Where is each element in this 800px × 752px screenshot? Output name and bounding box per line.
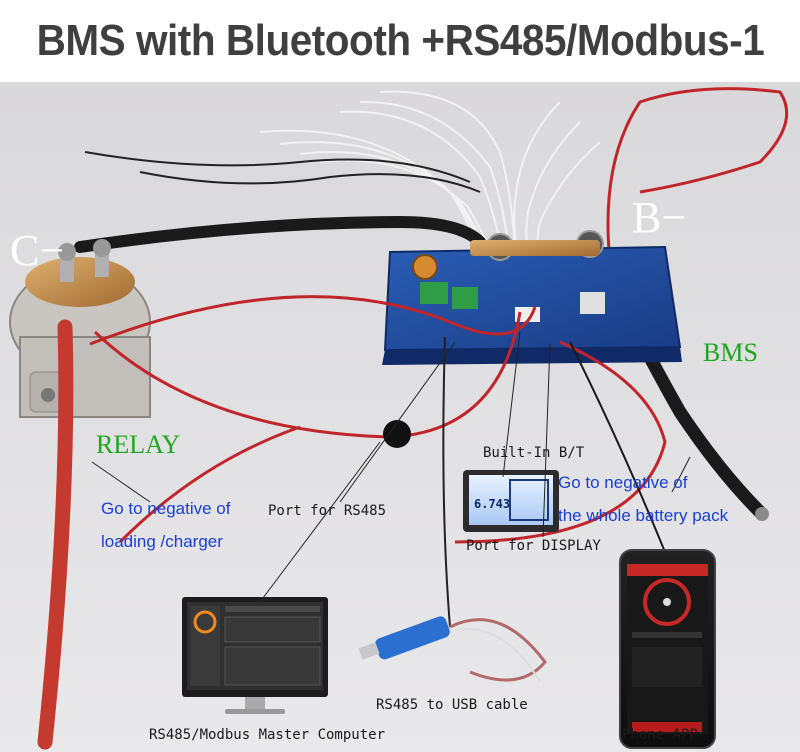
label-master-computer: RS485/Modbus Master Computer [149,727,386,743]
bt-wire [569,341,666,553]
page-title: BMS with Bluetooth +RS485/Modbus-1 [0,0,800,82]
lcd-display-module: 6.743 [463,470,559,532]
black-cable-c-minus [74,215,486,253]
red-loop-wires [89,295,667,544]
label-b-minus: B− [632,193,687,242]
relay-note-line-1: Go to negative of [101,499,231,518]
master-computer-monitor [182,597,328,714]
bms-board [382,230,682,365]
label-c-minus: C− [10,226,65,275]
red-cable-relay [37,319,74,750]
cable-end [755,507,769,521]
pack-note-line-1: Go to negative of [558,473,688,492]
label-usb-cable: RS485 to USB cable [376,697,528,713]
page-title-text: BMS with Bluetooth +RS485/Modbus-1 [36,16,764,65]
ferrite-ring [383,420,411,448]
red-wire-top [606,87,789,263]
label-phone-app: Phone APP [622,727,698,743]
pack-note-line-2: the whole battery pack [558,506,729,525]
label-port-display: Port for DISPLAY [466,538,601,554]
rs485-cable [442,336,451,628]
grey-wire-bundle [259,90,601,265]
label-builtin-bt: Built-In B/T [483,445,585,461]
usb-adapter [358,616,547,683]
callout-lines [91,331,691,603]
signal-wires [84,151,481,193]
relay-note-line-2: loading /charger [101,532,223,551]
phone [619,549,716,749]
label-relay: RELAY [96,430,181,459]
lcd-reading: 6.743 [474,497,510,511]
label-bms: BMS [703,338,758,367]
product-photo: 6.743 [0,82,800,752]
label-port-rs485: Port for RS485 [268,503,387,519]
